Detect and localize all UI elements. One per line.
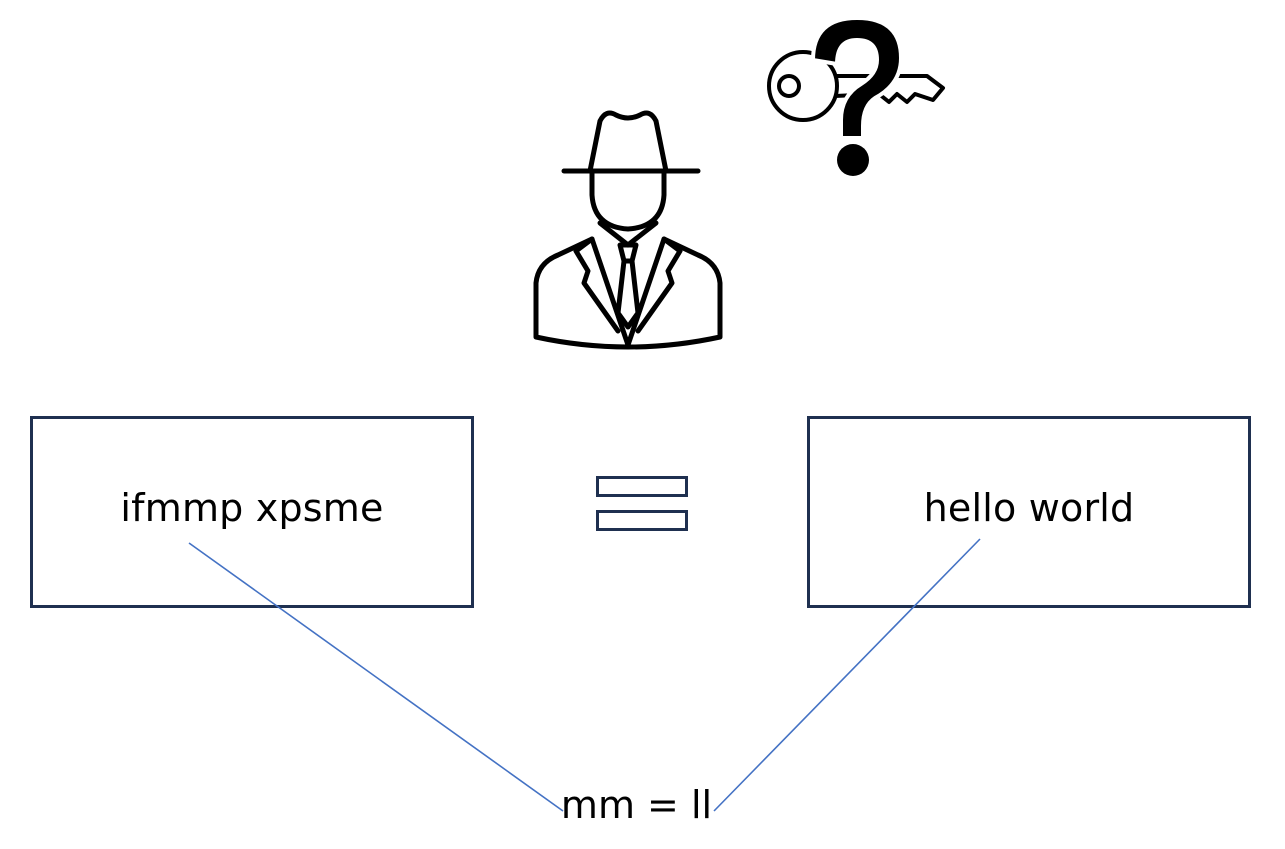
connector-line-ciphertext [188,542,564,812]
letter-mapping-label: mm = ll [0,786,1285,824]
letter-mapping-text: mm = ll [560,783,713,827]
spy-icon [533,110,723,350]
plaintext-text: hello world [923,486,1135,530]
ciphertext-text: ifmmp xpsme [120,486,384,530]
equals-bar-top [596,476,688,497]
connector-line-plaintext [713,538,981,812]
plaintext-box: hello world [807,416,1251,608]
key-question-icon [767,16,945,176]
ciphertext-box: ifmmp xpsme [30,416,474,608]
equals-sign-icon [596,476,688,534]
equals-bar-bottom [596,510,688,531]
